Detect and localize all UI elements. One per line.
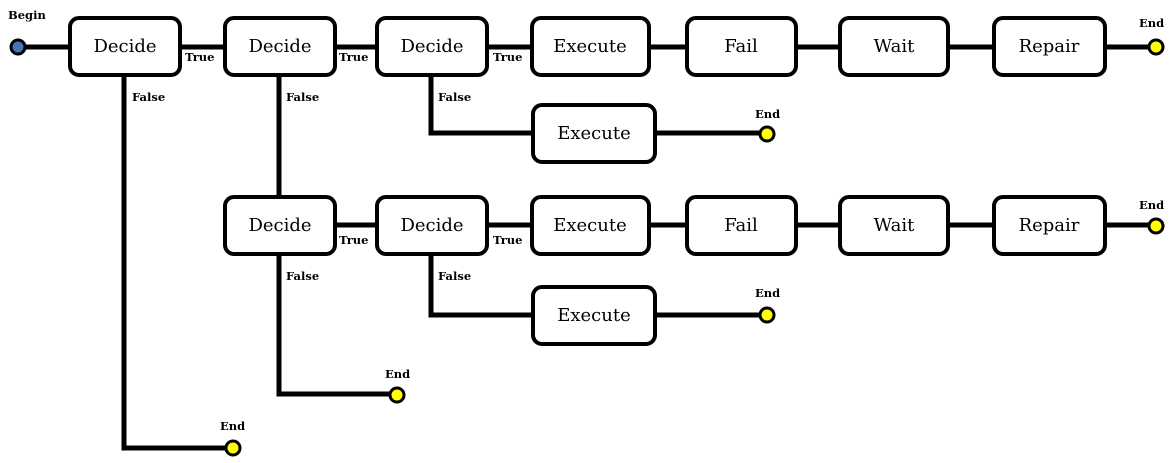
begin-label: Begin <box>8 8 46 22</box>
label-false-d5: False <box>438 269 471 283</box>
fail-box-label: Fail <box>724 36 758 57</box>
decide-box-label: Decide <box>93 36 156 57</box>
connectors <box>15 44 1158 451</box>
decide-box: Decide <box>375 195 489 256</box>
edge-labels: True True True False False False True Tr… <box>132 50 522 283</box>
fail-box: Fail <box>685 16 798 77</box>
decide-box-label: Decide <box>400 215 463 236</box>
repair-box-label: Repair <box>1019 36 1080 57</box>
decide-box: Decide <box>223 195 337 256</box>
execute-box-label: Execute <box>553 215 627 236</box>
label-true-d5: True <box>493 233 522 247</box>
edge-d1-false <box>121 73 235 451</box>
edge-d5-false <box>428 251 536 318</box>
repair-box-label: Repair <box>1019 215 1080 236</box>
execute-box: Execute <box>530 16 651 77</box>
fail-box: Fail <box>685 195 798 256</box>
label-false-d1: False <box>132 90 165 104</box>
edge-d4-false <box>276 251 399 397</box>
end-node <box>1147 38 1165 56</box>
terminals: Begin End End End End End End <box>8 8 1165 457</box>
end-label: End <box>1139 16 1164 30</box>
execute-box-label: Execute <box>553 36 627 57</box>
wait-box-label: Wait <box>874 36 915 57</box>
end-node <box>1147 217 1165 235</box>
end-label: End <box>755 107 780 121</box>
decide-box-label: Decide <box>248 36 311 57</box>
decide-box: Decide <box>375 16 489 77</box>
end-node <box>758 306 776 324</box>
decide-box: Decide <box>223 16 337 77</box>
label-true-d4: True <box>339 233 368 247</box>
repair-box: Repair <box>992 195 1107 256</box>
execute-box-label: Execute <box>557 305 631 326</box>
end-label: End <box>220 419 245 433</box>
end-node <box>224 439 242 457</box>
end-node <box>388 386 406 404</box>
wait-box: Wait <box>838 195 950 256</box>
decide-box: Decide <box>68 16 182 77</box>
label-true-d3: True <box>493 50 522 64</box>
execute-box: Execute <box>530 195 651 256</box>
wait-box-label: Wait <box>874 215 915 236</box>
label-false-d2: False <box>286 90 319 104</box>
wait-box: Wait <box>838 16 950 77</box>
process-boxes: Decide Decide Decide Execute Fail Wait <box>68 16 1107 346</box>
edge-d3-false <box>428 73 536 136</box>
label-false-d3: False <box>438 90 471 104</box>
label-true-d1: True <box>185 50 214 64</box>
fail-box-label: Fail <box>724 215 758 236</box>
execute-box: Execute <box>531 103 657 164</box>
repair-box: Repair <box>992 16 1107 77</box>
end-node <box>758 125 776 143</box>
begin-node <box>9 38 27 56</box>
end-label: End <box>1139 198 1164 212</box>
decide-box-label: Decide <box>400 36 463 57</box>
label-false-d4: False <box>286 269 319 283</box>
end-label: End <box>385 367 410 381</box>
label-true-d2: True <box>339 50 368 64</box>
execute-box-label: Execute <box>557 123 631 144</box>
decide-box-label: Decide <box>248 215 311 236</box>
end-label: End <box>755 286 780 300</box>
execute-box: Execute <box>531 285 657 346</box>
